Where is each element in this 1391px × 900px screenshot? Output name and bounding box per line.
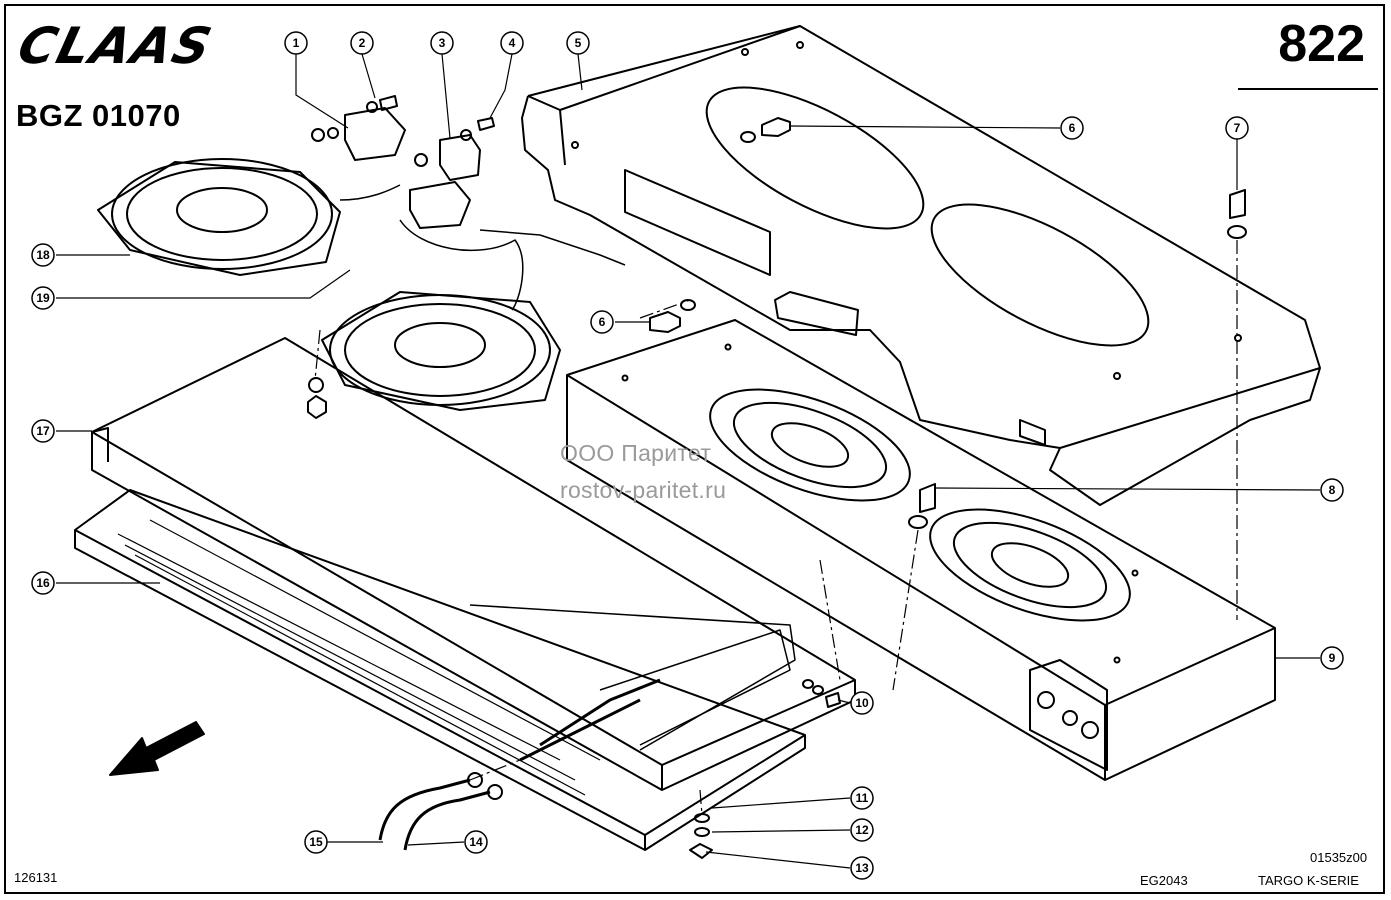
direction-arrow	[109, 721, 205, 776]
doc-code: EG2043	[1140, 873, 1188, 888]
callout-label: 5	[575, 36, 582, 50]
callout-1: 1	[284, 31, 308, 55]
callout-10: 10	[850, 691, 874, 715]
callout-label: 3	[439, 36, 446, 50]
page-number: 822	[1278, 15, 1365, 73]
callout-label: 11	[856, 791, 869, 805]
callout-label: 6	[599, 315, 606, 329]
callout-list: 1 2 3 4 5 6 6	[31, 31, 1344, 880]
page-number-rule	[1238, 88, 1378, 90]
drawing-ref: 01535z00	[1310, 850, 1368, 865]
callout-label: 7	[1234, 121, 1241, 135]
series-label: TARGO K-SERIE	[1258, 873, 1359, 888]
callout-5: 5	[566, 31, 590, 55]
callout-label: 6	[1069, 121, 1076, 135]
group-code: BGZ 01070	[16, 98, 181, 133]
page-frame	[4, 4, 1385, 894]
figure-id: 126131	[14, 870, 58, 885]
leader-lines	[56, 53, 1321, 869]
callout-label: 9	[1329, 651, 1336, 665]
callout-label: 19	[36, 291, 50, 305]
callout-label: 1	[293, 36, 300, 50]
fan-assembly-left	[97, 158, 341, 276]
callout-11: 11	[850, 786, 874, 810]
callout-7: 7	[1225, 116, 1249, 140]
callout-label: 14	[469, 835, 483, 849]
callout-6-lower: 6	[590, 310, 614, 334]
callout-4: 4	[500, 31, 524, 55]
callout-8: 8	[1320, 478, 1344, 502]
callout-label: 8	[1329, 483, 1336, 497]
evaporator-core	[74, 489, 806, 851]
fasteners	[649, 117, 1247, 859]
fan-housing	[566, 319, 1276, 781]
callout-18: 18	[31, 243, 55, 267]
callout-label: 2	[359, 36, 366, 50]
callout-label: 4	[509, 36, 516, 50]
fan-assembly-center	[307, 291, 561, 419]
callout-label: 17	[36, 424, 50, 438]
watermark-url: rostov-paritet.ru	[560, 477, 727, 503]
callout-3: 3	[430, 31, 454, 55]
callout-13: 13	[850, 856, 874, 880]
assembly-axes	[314, 240, 1238, 816]
relay-components	[311, 95, 626, 311]
callout-label: 13	[855, 861, 869, 875]
callout-12: 12	[850, 818, 874, 842]
callout-label: 18	[36, 248, 50, 262]
upper-housing	[521, 25, 1321, 506]
callout-9: 9	[1320, 646, 1344, 670]
callout-17: 17	[31, 419, 55, 443]
callout-label: 12	[855, 823, 869, 837]
callout-label: 16	[36, 576, 50, 590]
callout-15: 15	[304, 830, 328, 854]
callout-label: 15	[309, 835, 323, 849]
refrigerant-lines	[378, 678, 661, 851]
callout-label: 10	[855, 696, 869, 710]
callout-6-upper: 6	[1060, 116, 1084, 140]
callout-19: 19	[31, 286, 55, 310]
callout-16: 16	[31, 571, 55, 595]
callout-2: 2	[350, 31, 374, 55]
watermark-company: ООО Паритет	[560, 440, 712, 466]
callout-14: 14	[464, 830, 488, 854]
